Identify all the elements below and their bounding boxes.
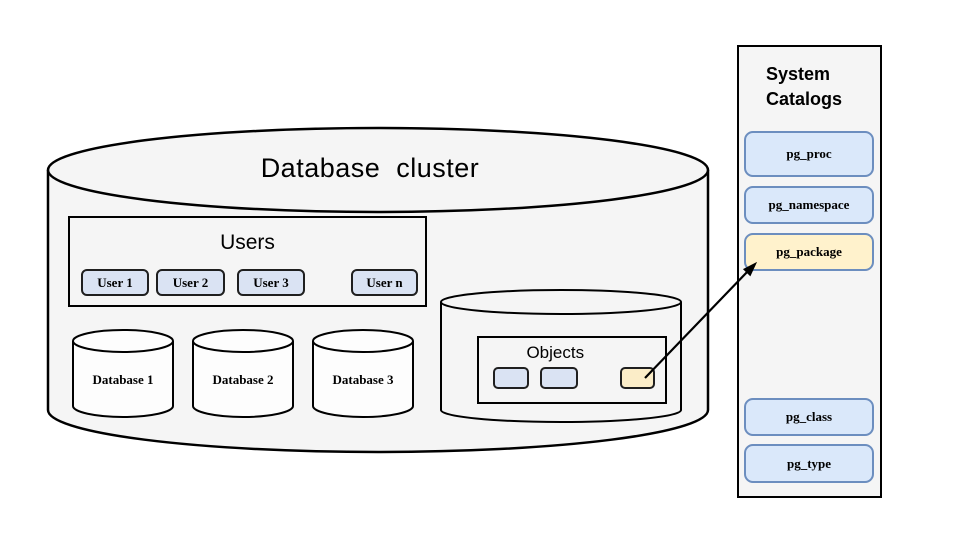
user-n-node: User n (351, 269, 418, 296)
catalog-pg-type: pg_type (744, 444, 874, 483)
database-2-cylinder (192, 329, 294, 418)
catalog-pg-package: pg_package (744, 233, 874, 271)
objects-cylinder (440, 289, 682, 423)
system-catalogs-title: System Catalogs (766, 62, 842, 112)
database-1-cylinder (72, 329, 174, 418)
database-2-label: Database 2 (212, 372, 274, 387)
catalog-pg-namespace: pg_namespace (744, 186, 874, 224)
catalog-pg-class: pg_class (744, 398, 874, 436)
system-catalogs-panel: System Catalogs pg_proc pg_namespace pg_… (737, 45, 882, 498)
user-2-node: User 2 (156, 269, 225, 296)
database-1-label: Database 1 (92, 372, 154, 387)
catalog-pg-proc: pg_proc (744, 131, 874, 177)
system-catalogs-title-line1: System (766, 64, 831, 84)
cluster-title: Database cluster (260, 153, 480, 183)
object-1-node (493, 367, 529, 389)
object-3-node (620, 367, 655, 389)
object-2-node (540, 367, 578, 389)
users-title: Users (220, 231, 275, 254)
database-3-label: Database 3 (332, 372, 394, 387)
objects-title: Objects (526, 343, 585, 362)
database-3-cylinder (312, 329, 414, 418)
user-1-node: User 1 (81, 269, 149, 296)
user-3-node: User 3 (237, 269, 305, 296)
users-group-box: Users User 1 User 2 User 3 User n (68, 216, 427, 307)
objects-group-box: Objects (477, 336, 667, 404)
system-catalogs-title-line2: Catalogs (766, 89, 843, 109)
